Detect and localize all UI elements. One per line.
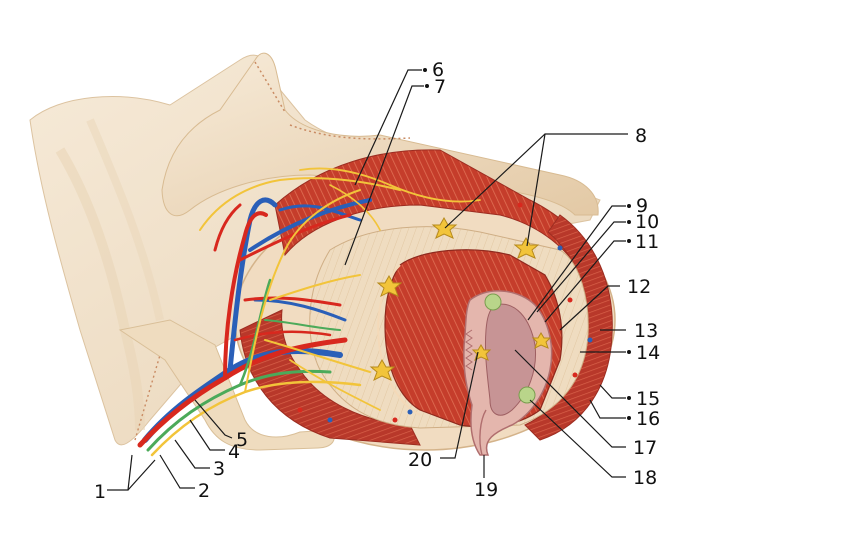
label-3: 3 <box>213 458 225 480</box>
label-14: 14 <box>636 342 660 364</box>
label-9: 9 <box>636 195 648 217</box>
intestine-tube-upper <box>161 52 599 217</box>
label-18: 18 <box>633 467 657 489</box>
mesentery-lower-fold <box>118 319 335 451</box>
label-12: 12 <box>627 276 651 298</box>
label-4: 4 <box>228 441 240 463</box>
label-15: 15 <box>636 388 660 410</box>
label-11: 11 <box>635 231 659 253</box>
label-7: 7 <box>434 76 446 98</box>
label-5: 5 <box>236 429 248 451</box>
labels: 1 2 3 4 5 6 7 8 9 10 11 12 13 14 15 16 1… <box>94 59 660 503</box>
label-1: 1 <box>94 481 106 503</box>
nerve-ganglia <box>369 216 552 382</box>
label-19: 19 <box>474 479 498 501</box>
leader-lines <box>107 68 631 491</box>
lymph-nodules <box>484 293 536 404</box>
label-13: 13 <box>634 320 658 342</box>
label-10: 10 <box>635 211 659 233</box>
label-8: 8 <box>635 125 647 147</box>
serosa-vessel-dots <box>297 202 593 423</box>
vessel-bundle <box>137 167 481 457</box>
label-6: 6 <box>432 59 444 81</box>
label-16: 16 <box>636 408 660 430</box>
label-17: 17 <box>633 437 657 459</box>
mucosa-lumen <box>463 290 553 456</box>
label-2: 2 <box>198 480 210 502</box>
label-20: 20 <box>408 449 432 471</box>
